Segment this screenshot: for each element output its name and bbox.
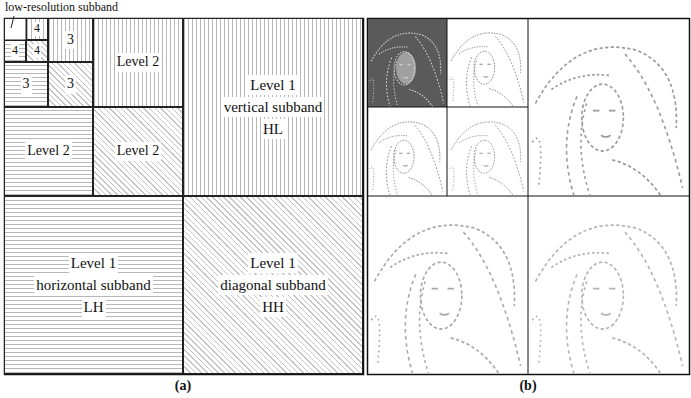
panel-label: (a) (174, 378, 192, 394)
subband-cell: 4 (26, 40, 48, 62)
subband-cell: Level 2 (4, 107, 93, 196)
subband-label: 3 (65, 31, 76, 50)
subband-label: Level 1 (248, 253, 297, 273)
subband-label: 3 (65, 75, 76, 94)
panel-label: (b) (518, 378, 537, 394)
subband-label: Level 1 (248, 75, 297, 95)
subband-label: LH (82, 297, 106, 317)
subband-label: horizontal subband (34, 275, 153, 295)
subband-label: diagonal subband (218, 275, 327, 295)
subband-cell: 3 (48, 62, 93, 107)
subband-label: 4 (11, 44, 19, 57)
subband-label: Level 2 (115, 142, 161, 161)
callout-label: low-resolution subband (4, 0, 119, 15)
subband-cell: 3 (4, 62, 48, 107)
subband-cell: Level 2 (93, 18, 183, 107)
subband-cell: Level 1horizontal subbandLH (4, 196, 183, 374)
subband-label: 3 (21, 75, 32, 94)
subband-cell: 3 (48, 18, 93, 62)
subband-label: Level 2 (115, 53, 161, 72)
subband-label: 4 (33, 22, 41, 35)
subband-cell: Level 1diagonal subbandHH (183, 196, 363, 374)
subband-cell: 4 (4, 40, 26, 62)
subband-label: HH (260, 297, 286, 317)
subband-cell: 4 (26, 18, 48, 40)
subband-label: Level 1 (69, 253, 118, 273)
subband-cell: Level 2 (93, 107, 183, 196)
subband-label: Level 2 (25, 142, 71, 161)
subband-label: HL (261, 119, 285, 139)
subband-label: vertical subband (222, 97, 325, 117)
subband-label: 4 (33, 44, 41, 57)
subband-cell: Level 1vertical subbandHL (183, 18, 363, 196)
